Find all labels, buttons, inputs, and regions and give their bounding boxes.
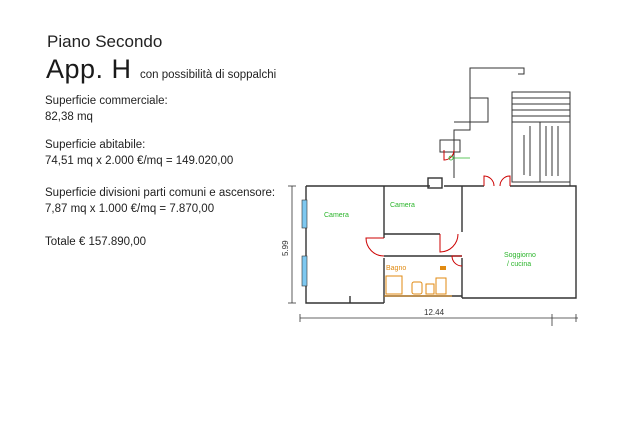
livable-area-value: 74,51 mq x 2.000 €/mq = 149.020,00 [45,155,234,167]
width-dimension-line [299,314,578,326]
room-label-bedroom-2: Camera [390,202,415,209]
sink-icon [440,266,446,270]
livable-area-label: Superficie abitabile: [45,139,146,151]
total-price: Totale € 157.890,00 [45,236,147,248]
apartment-walls [305,177,577,304]
livable-area-block: Superficie abitabile: 74,51 mq x 2.000 €… [45,137,233,169]
room-label-living-line1: Soggiorno [504,252,536,259]
bathroom-fixtures [384,275,452,297]
apartment-name: App. H [46,54,132,84]
room-label-bedroom-1: Camera [324,212,349,219]
height-dimension-label: 5.99 [281,240,290,256]
width-dimension-label: 12.44 [424,308,445,317]
shared-area-value: 7,87 mq x 1.000 €/mq = 7.870,00 [45,203,215,215]
commercial-area-label: Superficie commerciale: [45,95,168,107]
shared-area-label: Superficie divisioni parti comuni e asce… [45,187,276,199]
room-label-bathroom: Bagno [386,265,406,272]
stair-marker [448,155,470,161]
windows [301,199,308,287]
shared-area-block: Superficie divisioni parti comuni e asce… [45,185,275,217]
doors [365,149,511,267]
commercial-area-value: 82,38 mq [45,111,93,123]
room-label-living-line2: / cucina [507,261,531,268]
apartment-heading: App. H con possibilità di soppalchi [46,54,276,85]
commercial-area-block: Superficie commerciale: 82,38 mq [45,93,168,125]
apartment-note: con possibilità di soppalchi [140,69,277,81]
stairwell [439,67,576,187]
height-dimension-line [288,185,296,304]
floor-label: Piano Secondo [47,32,163,51]
